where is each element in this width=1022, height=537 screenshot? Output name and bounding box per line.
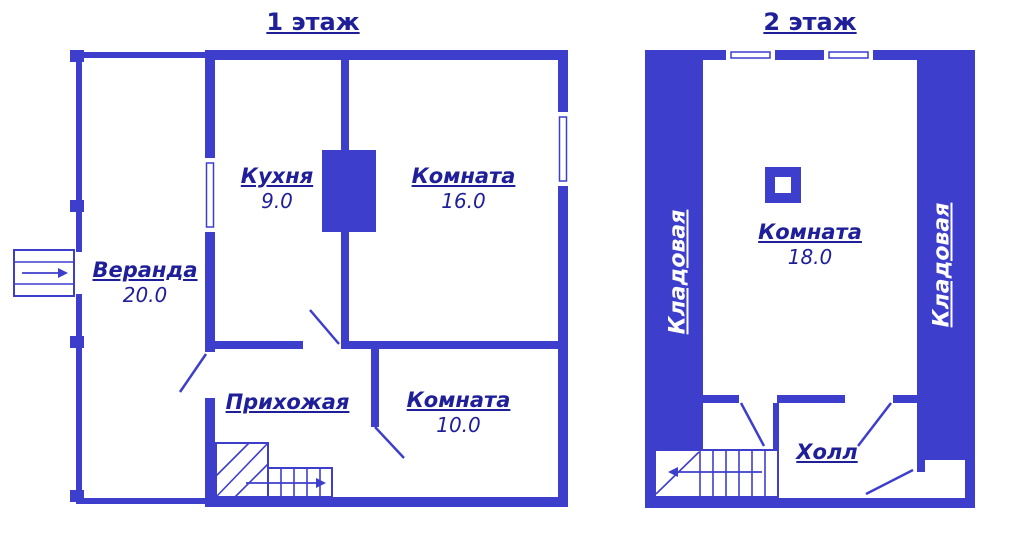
room-name: Веранда <box>92 258 198 282</box>
veranda-walls <box>70 50 210 504</box>
floor2-stairs <box>654 449 779 498</box>
entrance-stairs <box>13 249 75 297</box>
door-room18-left <box>739 402 766 447</box>
room-area: 10.0 <box>436 413 481 438</box>
room-name: Комната <box>758 220 862 244</box>
room-area: 16.0 <box>441 189 486 214</box>
room-label-room18: Комната 18.0 <box>740 220 880 269</box>
window-icon <box>556 112 570 186</box>
room-name: Комната <box>411 164 516 188</box>
door-hall <box>865 468 914 496</box>
room-area: 18.0 <box>787 245 833 270</box>
door-room18-right <box>857 402 892 447</box>
storage-band-left <box>653 58 703 454</box>
room-name: Кухня <box>240 164 314 188</box>
floor1-plan <box>13 50 570 507</box>
door-veranda <box>178 352 215 398</box>
room-name: Комната <box>406 388 511 412</box>
room-label-hall: Холл <box>772 440 882 464</box>
floor1-stairs <box>215 442 333 498</box>
room-label-room10: Комната 10.0 <box>391 388 526 437</box>
room-name: Прихожая <box>225 390 350 414</box>
chimney <box>765 167 801 203</box>
floor1-interior-walls <box>215 58 568 427</box>
floor2-title: 2 этаж <box>763 8 857 36</box>
room-label-kitchen: Кухня 9.0 <box>212 164 342 213</box>
door-room10 <box>374 426 405 459</box>
room-label-veranda: Веранда 20.0 <box>80 258 210 307</box>
room-label-storage-right: Кладовая <box>929 202 955 328</box>
door-kitchen <box>309 309 340 345</box>
stove <box>322 150 376 232</box>
room-label-storage-left: Кладовая <box>665 209 691 335</box>
floor2-interior-walls <box>703 395 917 450</box>
room-label-room16: Комната 16.0 <box>396 164 531 213</box>
window-icon <box>824 48 873 62</box>
floor1-title: 1 этаж <box>266 8 360 36</box>
room-label-hallway: Прихожая <box>215 390 360 414</box>
room-area: 9.0 <box>261 189 293 214</box>
room-name: Холл <box>796 440 858 464</box>
floor1-outer-walls <box>205 50 568 507</box>
window-icon <box>726 48 775 62</box>
floor2-outer-walls <box>645 50 975 508</box>
window-icon <box>203 158 217 232</box>
storage-band-right <box>917 58 967 472</box>
room-area: 20.0 <box>122 283 168 308</box>
floor2-plan <box>645 48 975 508</box>
